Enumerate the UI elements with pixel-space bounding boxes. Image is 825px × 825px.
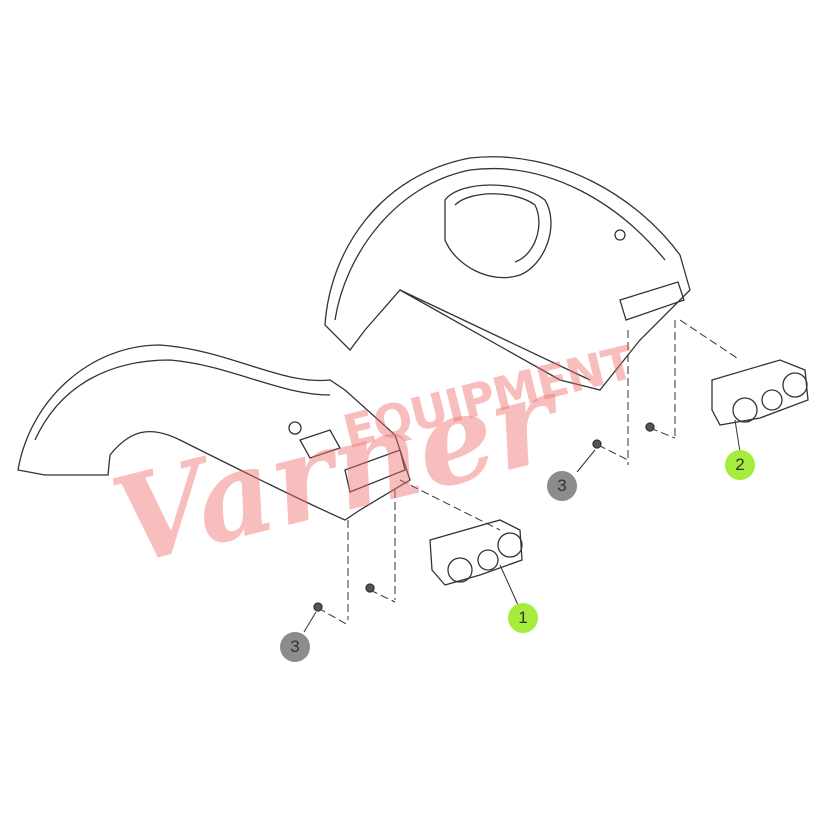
light-housing-2 xyxy=(711,359,809,426)
rear-fender xyxy=(324,156,691,391)
callout-3-front[interactable]: 3 xyxy=(280,632,310,662)
assembly-lines xyxy=(317,319,741,626)
callout-1[interactable]: 1 xyxy=(508,603,538,633)
callout-2[interactable]: 2 xyxy=(725,450,755,480)
nut-3 xyxy=(313,422,655,612)
callout-3-rear[interactable]: 3 xyxy=(547,471,577,501)
light-housing-1 xyxy=(429,519,523,586)
front-fender xyxy=(17,344,411,521)
leader-lines xyxy=(303,419,741,633)
